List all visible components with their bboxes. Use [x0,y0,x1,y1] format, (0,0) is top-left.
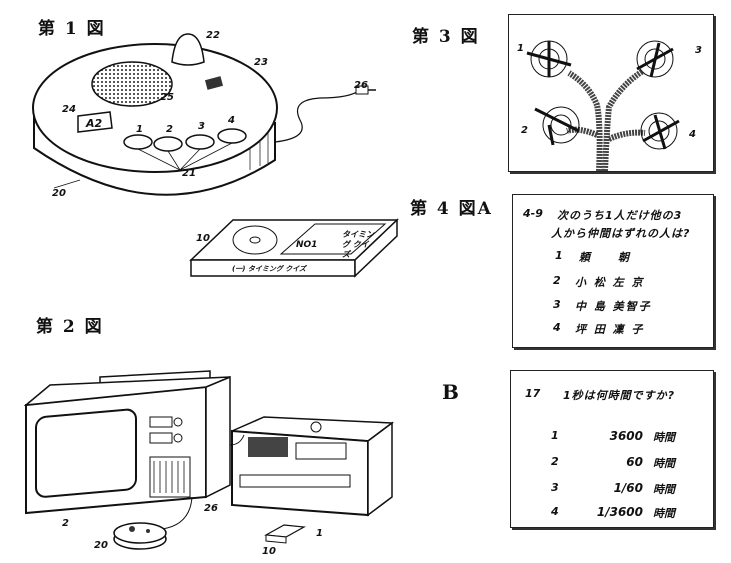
ref-2-tv: 2 [62,518,69,529]
fig4b-option-1-value: 3600 [609,429,643,443]
answer-button-2 [153,136,183,152]
ref-23: 23 [254,57,268,68]
target-3 [636,40,674,78]
display-window [77,111,113,133]
fig4b-option-1-num: 1 [551,429,559,442]
ref-10-fig2: 10 [262,546,276,557]
ref-26: 26 [354,80,368,91]
ref-22: 22 [206,30,220,41]
fig4b-option-4-unit: 時間 [653,507,675,520]
button-label-4: 4 [228,115,235,126]
fig4a-option-2-num: 2 [553,274,561,287]
answer-button-1 [123,134,153,150]
ref-20-fig2: 20 [94,540,108,551]
fig3-title: 第 3 図 [412,27,480,47]
cartridge-no: NO1 [296,240,318,250]
cartridge-bottom-text: (一) タイミング クイズ [232,265,307,273]
fig4b-option-2-value: 60 [626,455,643,469]
target-1 [526,40,572,78]
fig2-tv-system-drawing [23,370,395,550]
cartridge-drawing [189,218,399,278]
fig4b-option-4-value: 1/3600 [596,505,643,519]
answer-button-3 [185,134,215,150]
fig4a-question-number: 4-9 [523,207,543,220]
fig4a-option-1-num: 1 [555,249,563,262]
fig3-screen: 1 3 2 4 [508,14,714,172]
fig4a-screen: 4-9 次のうち1人だけ他の3 人から仲間はずれの人は? 1 頼 朝 2 小 松… [512,194,714,348]
fig1-title: 第 1 図 [38,19,106,39]
fig4b-option-1-unit: 時間 [653,431,675,444]
button-label-1: 1 [136,124,143,135]
fig4b-option-3-num: 3 [551,481,559,494]
ref-10-fig1: 10 [196,233,210,244]
indicator-square [204,76,224,90]
fig4b-question: 1秒は何時間ですか? [563,389,676,402]
fig4b-option-4-num: 4 [551,505,559,518]
answer-button-4 [217,128,247,144]
fig4b-option-2-num: 2 [551,455,559,468]
fig4a-option-4-num: 4 [553,321,561,334]
fig4a-question-line2: 人から仲間はずれの人は? [551,227,691,240]
fig4b-option-3-value: 1/60 [613,481,643,495]
cartridge-title: タイミング クイズ [342,230,374,259]
target-2 [534,106,580,146]
fig3-label-1: 1 [517,43,524,54]
display-value: A2 [86,117,103,130]
fig4b-screen: 17 1秒は何時間ですか? 1 3600 時間 2 60 時間 3 1/60 時… [510,370,714,528]
ref-26-fig2: 26 [204,503,218,514]
fig3-label-2: 2 [521,125,528,136]
dome-button [171,33,205,66]
fig4b-question-number: 17 [525,387,541,400]
button-label-2: 2 [166,124,173,135]
ref-24: 24 [62,104,76,115]
fig4b-option-2-unit: 時間 [653,457,675,470]
ref-25: 25 [160,92,174,103]
fig4b-title: B [442,380,461,404]
fig4b-option-3-unit: 時間 [653,483,675,496]
tv-screen [35,408,137,498]
fig1-device-drawing [32,33,376,196]
cable [274,89,361,143]
fig4a-option-3-num: 3 [553,298,561,311]
speaker-grille [91,61,173,107]
fig3-label-3: 3 [695,45,702,56]
button-label-3: 3 [198,121,205,132]
fig4a-option-1-text: 頼 朝 [579,251,631,264]
fig4a-option-3-text: 中 島 美智子 [575,300,652,313]
target-4 [640,112,680,150]
fig3-label-4: 4 [689,129,696,140]
ref-20: 20 [52,188,66,199]
ref-21: 21 [182,168,196,179]
fig4a-option-4-text: 坪 田 凜 子 [575,323,645,336]
fig4a-title: 第 4 図A [410,199,493,219]
fig3-drawing [526,40,680,172]
fig4a-option-2-text: 小 松 左 京 [575,276,645,289]
fig4a-question-line1: 次のうち1人だけ他の3 [557,209,683,222]
fig2-title: 第 2 図 [36,317,104,337]
ref-1-console: 1 [316,528,323,539]
